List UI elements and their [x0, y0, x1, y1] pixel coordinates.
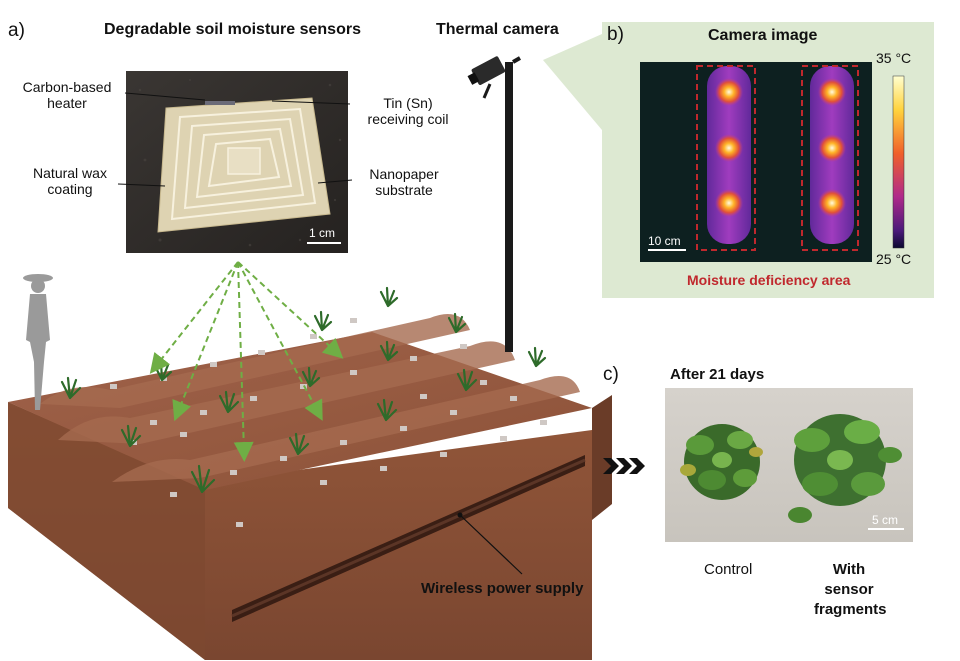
moisture-deficiency-box-left	[696, 65, 756, 251]
plant-scale-bar	[868, 528, 904, 530]
panel-c-label: c)	[603, 364, 619, 385]
moisture-deficiency-caption: Moisture deficiency area	[687, 272, 851, 288]
soil-field	[8, 314, 612, 660]
thermal-image	[640, 62, 872, 262]
treated-label-line2: sensor	[824, 581, 874, 598]
farmer-figure	[23, 274, 53, 410]
chevron-arrow-icon	[603, 458, 645, 474]
coil-callout-line1: Tin (Sn)	[383, 95, 433, 111]
substrate-callout-line1: Nanopaper	[369, 166, 439, 182]
heater-callout-line2: heater	[47, 95, 87, 111]
wax-callout-line2: coating	[47, 181, 93, 197]
after-days-title: After 21 days	[670, 366, 765, 383]
treated-label-line3: fragments	[814, 601, 887, 618]
photo-scale-bar	[307, 242, 341, 244]
substrate-callout-line2: substrate	[375, 182, 433, 198]
plant-photo	[665, 388, 913, 542]
colorbar-max-label: 35 °C	[876, 50, 912, 66]
coil-callout: Tin (Sn) receiving coil	[352, 95, 464, 127]
plant-scale-label: 5 cm	[872, 513, 899, 527]
heater-callout: Carbon-based heater	[8, 79, 126, 111]
control-label: Control	[704, 561, 753, 578]
heater-callout-line1: Carbon-based	[22, 79, 112, 95]
temperature-colorbar	[892, 75, 905, 249]
photo-scale-label: 1 cm	[309, 226, 336, 240]
power-leader-line	[459, 514, 523, 575]
colorbar-min-label: 25 °C	[876, 251, 912, 267]
photo-leader-lines	[117, 92, 353, 187]
coil-callout-line2: receiving coil	[367, 111, 449, 127]
panel-b-label: b)	[607, 24, 624, 45]
treated-label-line1: With	[832, 561, 866, 578]
wax-callout: Natural wax coating	[20, 165, 120, 197]
thermal-scale-bar	[648, 249, 686, 251]
treated-label: With sensor fragments	[814, 560, 887, 620]
sensors-title: Degradable soil moisture sensors	[104, 21, 361, 38]
field-plants	[60, 286, 547, 494]
sensor-photo	[126, 71, 348, 253]
treated-plant	[788, 414, 902, 523]
camera-image-title: Camera image	[708, 27, 818, 44]
control-plant	[680, 424, 763, 500]
substrate-callout: Nanopaper substrate	[350, 166, 458, 198]
panel-a-label: a)	[8, 20, 25, 41]
sensor-location-arrows	[149, 261, 344, 462]
wireless-power-label: Wireless power supply	[421, 580, 584, 597]
thermal-scale-label: 10 cm	[648, 234, 681, 248]
thermal-camera-title: Thermal camera	[436, 21, 559, 38]
thermal-camera	[467, 56, 521, 352]
wax-callout-line1: Natural wax	[33, 165, 107, 181]
